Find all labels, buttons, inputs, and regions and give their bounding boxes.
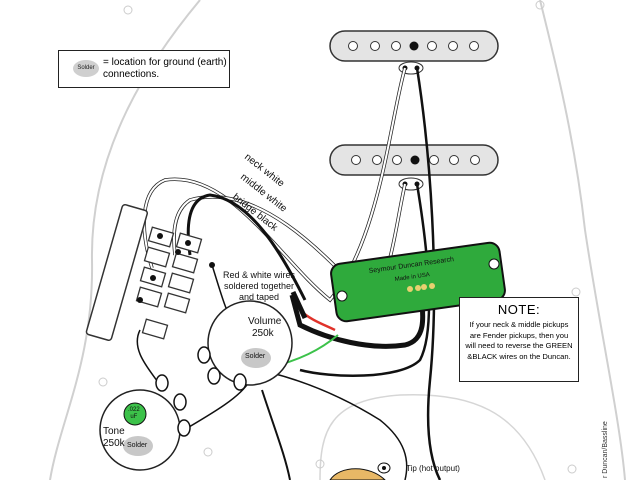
pickguard-screw — [571, 287, 581, 297]
volume-pot — [197, 300, 293, 391]
middle-pickup — [329, 144, 499, 191]
credit-text: r Duncan/Bassline — [602, 421, 609, 478]
tone-pot — [99, 374, 191, 471]
switch-to-tone-wire — [136, 329, 161, 386]
pickguard-inner-line — [319, 393, 546, 480]
pickguard-screw — [123, 5, 133, 15]
legend-text: = location for ground (earth) connection… — [103, 57, 227, 80]
neck-pickup — [329, 30, 499, 75]
pickguard-screw — [315, 459, 325, 469]
taped-wires — [290, 290, 308, 320]
tone-value: 250k — [103, 438, 125, 449]
note-box: NOTE: If your neck & middle pickups are … — [459, 297, 579, 382]
volume-label: Volume — [248, 316, 282, 327]
tone-label: Tone — [103, 426, 125, 437]
five-way-switch — [85, 203, 215, 341]
neck-black-wire — [415, 67, 442, 480]
ground-legend: Solder = location for ground (earth) con… — [58, 50, 230, 88]
middle-black-wire — [299, 183, 431, 377]
tone-cap-label: .022 uF — [128, 407, 140, 420]
note-title: NOTE: — [497, 302, 541, 317]
output-jack — [329, 462, 391, 480]
red-white-note: Red & white wires soldered together and … — [222, 270, 296, 302]
volume-value: 250k — [252, 328, 274, 339]
board-text-line2: Made in USA — [394, 272, 430, 283]
pickguard-screw — [535, 0, 545, 10]
pickguard-screw — [567, 464, 577, 474]
volume-solder-label: Solder — [245, 353, 266, 360]
note-body: If your neck & middle pickups are Fender… — [465, 320, 573, 361]
pickguard-screw — [203, 447, 213, 457]
ground-wire — [267, 371, 408, 480]
neck-white-wire-core — [143, 67, 406, 302]
solder-chip: Solder — [73, 60, 99, 77]
jack-wire — [261, 389, 291, 480]
middle-white-wire-core — [172, 183, 406, 307]
bridge-black-wire — [186, 193, 307, 301]
pickguard-screw — [98, 377, 108, 387]
duncan-black-wire — [289, 287, 426, 349]
tip-label: Tip (hot output) — [406, 464, 460, 473]
tone-solder-label: Solder — [127, 442, 148, 449]
